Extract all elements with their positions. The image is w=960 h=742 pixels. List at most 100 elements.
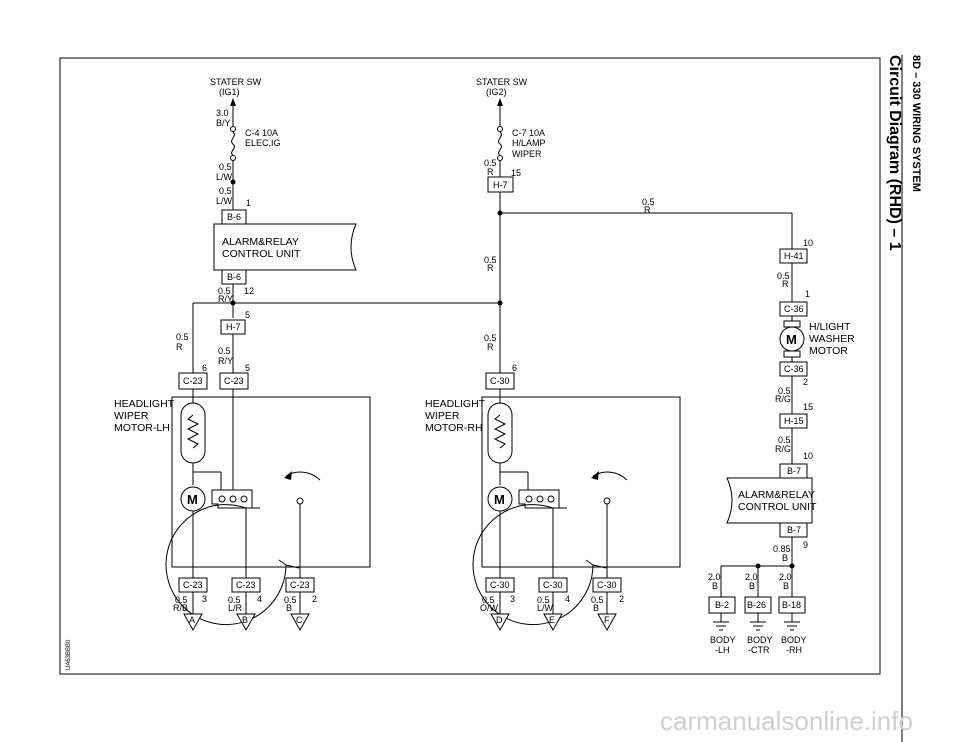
connector-label: H-41 <box>784 251 804 261</box>
connector-c36-bottom <box>779 361 808 377</box>
pin-number: 10 <box>803 238 813 248</box>
terminal-label: C <box>296 615 303 625</box>
connector-label: C-23 <box>290 580 310 590</box>
connector-label: C-23 <box>183 580 203 590</box>
wire-label: 0.5 <box>777 271 790 281</box>
connector-label: B-6 <box>227 272 241 282</box>
diagram-frame <box>59 57 881 675</box>
ig2-label: STATER SW <box>476 77 528 87</box>
pin-number: 6 <box>202 363 207 373</box>
wire-label: L/R <box>228 603 243 613</box>
wire-label: 0.5 <box>175 595 188 605</box>
wire-label: R/G <box>775 444 791 454</box>
fuse-c7 <box>497 126 503 161</box>
pin-number: 2 <box>803 377 808 387</box>
cam-disc-icon <box>165 504 300 626</box>
wire-label: 0.5 <box>219 162 232 172</box>
wire-label: 0.5 <box>219 186 232 196</box>
connector-b2 <box>708 596 736 614</box>
wire-label: 0.5 <box>228 595 241 605</box>
connector-label: B-7 <box>787 525 801 535</box>
fuse-label: C-7 10A <box>512 128 545 138</box>
splice-dot <box>230 300 236 306</box>
wire-label: 0.5 <box>484 158 497 168</box>
splice-dot <box>230 179 236 185</box>
ground-icon <box>784 613 800 631</box>
wire-label: 0.5 <box>176 332 189 342</box>
alarm-relay-unit-1 <box>213 223 357 271</box>
connector-label: C-36 <box>784 364 804 374</box>
wire-label: B <box>593 603 599 613</box>
ground-icon <box>750 613 766 631</box>
ground-label: -CTR <box>748 645 770 655</box>
pin-number: 15 <box>511 168 521 178</box>
thermal-breaker-icon <box>487 402 513 464</box>
fuse-label: C-4 10A <box>245 128 278 138</box>
ig2-arrow <box>497 98 503 106</box>
unit-label: H/LIGHT <box>809 321 851 333</box>
unit-label: ALARM&RELAY <box>222 236 299 248</box>
connector-label: C-23 <box>183 376 203 386</box>
wire-label: R <box>644 205 651 215</box>
wire-label: 2.0 <box>708 572 721 582</box>
wire-label: O/W <box>480 603 499 613</box>
pin-number: 5 <box>245 363 250 373</box>
wire-label: R <box>782 279 789 289</box>
figure-code: UA63BBB0 <box>66 639 72 670</box>
wire-label: R <box>176 342 183 352</box>
wire-label: 3.0 <box>216 108 229 118</box>
cam-switch-icon <box>211 489 253 509</box>
unit-label: HEADLIGHT <box>114 398 175 410</box>
wire-label: 0.5 <box>778 435 791 445</box>
ig1-label: STATER SW <box>210 77 262 87</box>
motor-symbol: M <box>187 492 198 507</box>
wire-label: 0.5 <box>642 197 655 207</box>
ig2-sub: (IG2) <box>486 87 507 97</box>
wire-label: L/W <box>537 603 554 613</box>
connector-label: B-2 <box>715 600 729 610</box>
wire-label: R <box>487 263 494 273</box>
fuse-c4 <box>230 126 236 161</box>
unit-label: CONTROL UNIT <box>222 248 301 260</box>
wire-label: B <box>712 581 718 591</box>
unit-label: WASHER <box>809 333 855 345</box>
wire-label: R/G <box>775 394 791 404</box>
terminal-b <box>236 613 256 632</box>
headlight-wiper-motor-lh <box>171 396 371 568</box>
connector-h41 <box>779 248 808 264</box>
wire-label: R <box>487 342 494 352</box>
connector-label: C-23 <box>236 580 256 590</box>
wire-label: 2.0 <box>779 572 792 582</box>
watermark: carmanualsonline.info <box>660 706 913 736</box>
terminal-f <box>597 613 617 632</box>
wire-label: 0.5 <box>484 255 497 265</box>
ground-label: -RH <box>786 645 802 655</box>
connector-label: C-23 <box>224 376 244 386</box>
cam-disc-icon <box>472 504 607 626</box>
connector-b7-bottom <box>779 522 808 538</box>
wire-label: B <box>783 581 789 591</box>
terminal-label: E <box>549 615 555 625</box>
connector-label: C-30 <box>597 580 617 590</box>
wire-label: 0.5 <box>284 595 297 605</box>
ground-icon <box>713 613 729 631</box>
unit-label: WIPER <box>425 410 460 422</box>
terminal-d <box>490 613 510 632</box>
wire-label: 0.5 <box>482 595 495 605</box>
terminal-label: F <box>604 615 610 625</box>
pin-number: 4 <box>257 594 262 604</box>
ig1-arrow <box>230 98 236 106</box>
ig1-sub: (IG1) <box>219 87 240 97</box>
connector-label: B-26 <box>747 600 766 610</box>
wire-label: 0.85 <box>773 544 791 554</box>
wire-label: 0.5 <box>484 333 497 343</box>
pin-number: 2 <box>312 594 317 604</box>
wire-label: B <box>782 553 788 563</box>
pin-number: 4 <box>565 594 570 604</box>
wire-label: R/Y <box>218 294 233 304</box>
wire-label: 0.5 <box>537 595 550 605</box>
wire-label: 0.5 <box>218 346 231 356</box>
fuse-label: WIPER <box>512 149 542 159</box>
wire-label: R <box>487 167 494 177</box>
